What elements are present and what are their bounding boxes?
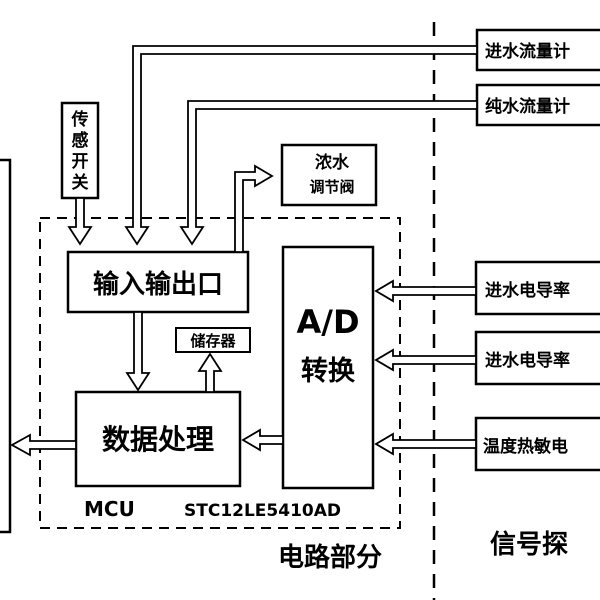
arrow-sensor-switch-to-io (67, 197, 93, 246)
conductivity-sensor-1-label: 进水电导率 (485, 280, 570, 301)
conductivity-sensor-2-label: 进水电导率 (485, 350, 570, 371)
data-processing-box (74, 390, 242, 488)
thermistor-label: 温度热敏电 (483, 436, 568, 457)
ad-converter-box (281, 245, 375, 490)
arrow-processing-to-storage (197, 352, 223, 393)
arrow-io-to-valve (234, 164, 274, 253)
sensor-switch-char-4: 关 (72, 172, 89, 193)
sensor-switch-box (60, 101, 100, 200)
concentrate-valve-label-1: 浓水 (315, 152, 350, 173)
signal-probe-label: 信号探 (490, 530, 568, 560)
thermistor-box (474, 416, 600, 472)
sensor-switch-char-3: 开 (72, 152, 89, 172)
io-port-box (66, 250, 250, 314)
left-partial-box (0, 158, 12, 534)
mcu-label: MCU (84, 497, 135, 521)
arrow-io-to-processing (125, 311, 151, 392)
arrow-pure-flow-to-io (179, 100, 478, 246)
sensor-switch-char-2: 感 (72, 130, 89, 151)
arrow-conductivity-1-to-ad (374, 279, 477, 303)
arrow-conductivity-2-to-ad (374, 348, 477, 372)
storage-box (175, 327, 251, 353)
arrow-processing-to-left (10, 433, 77, 457)
circuit-dashed-region (39, 217, 401, 529)
arrow-thermistor-to-ad (374, 432, 477, 456)
chip-model-label: STC12LE5410AD (184, 501, 341, 521)
arrow-inlet-flow-to-io (124, 45, 478, 246)
storage-label: 储存器 (190, 332, 236, 350)
pure-flow-meter-label: 纯水流量计 (485, 96, 570, 117)
conductivity-sensor-2-box (474, 330, 600, 386)
inlet-flow-meter-label: 进水流量计 (485, 41, 570, 62)
arrow-ad-to-processing (241, 428, 284, 452)
sensor-switch-char-1: 传 (71, 109, 89, 130)
ad-converter-label-2: 转换 (301, 356, 356, 387)
concentrate-valve-label-2: 调节阀 (309, 178, 354, 196)
io-port-label: 输入输出口 (93, 269, 223, 300)
ad-converter-label-1: A/D (296, 303, 359, 341)
concentrate-valve-box (280, 143, 378, 207)
data-processing-label: 数据处理 (102, 423, 214, 456)
circuit-part-label: 电路部分 (278, 542, 382, 573)
pure-flow-meter-box (475, 83, 600, 127)
